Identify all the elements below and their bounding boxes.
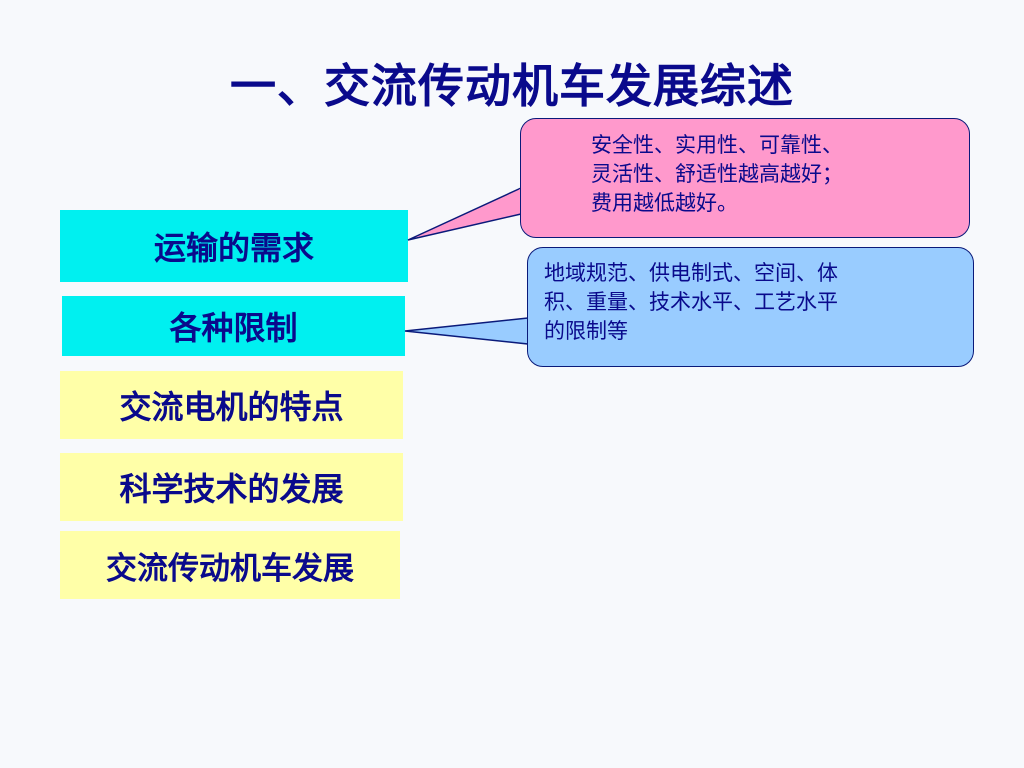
slide-title: 一、交流传动机车发展综述 (230, 59, 794, 113)
ac-motor-features-box: 交流电机的特点 (60, 371, 403, 439)
ac-locomotive-development-box: 交流传动机车发展 (60, 531, 400, 599)
demand-detail-callout: 安全性、实用性、可靠性、 灵活性、舒适性越高越好； 费用越低越好。 (520, 118, 970, 238)
constraints-box: 各种限制 (62, 296, 405, 356)
constraints-detail-callout: 地域规范、供电制式、空间、体 积、重量、技术水平、工艺水平 的限制等 (527, 247, 974, 367)
callout-line: 的限制等 (544, 319, 628, 343)
callout-line: 安全性、实用性、可靠性、 (591, 133, 843, 157)
pink-callout-tail (407, 186, 522, 241)
callout-line: 灵活性、舒适性越高越好； (591, 162, 843, 186)
blue-callout-tail (404, 317, 529, 345)
callout-line: 费用越低越好。 (591, 191, 738, 215)
sci-tech-development-box: 科学技术的发展 (60, 453, 403, 521)
callout-line: 地域规范、供电制式、空间、体 (544, 261, 838, 285)
transport-demand-box: 运输的需求 (60, 210, 408, 282)
callout-line: 积、重量、技术水平、工艺水平 (544, 290, 838, 314)
